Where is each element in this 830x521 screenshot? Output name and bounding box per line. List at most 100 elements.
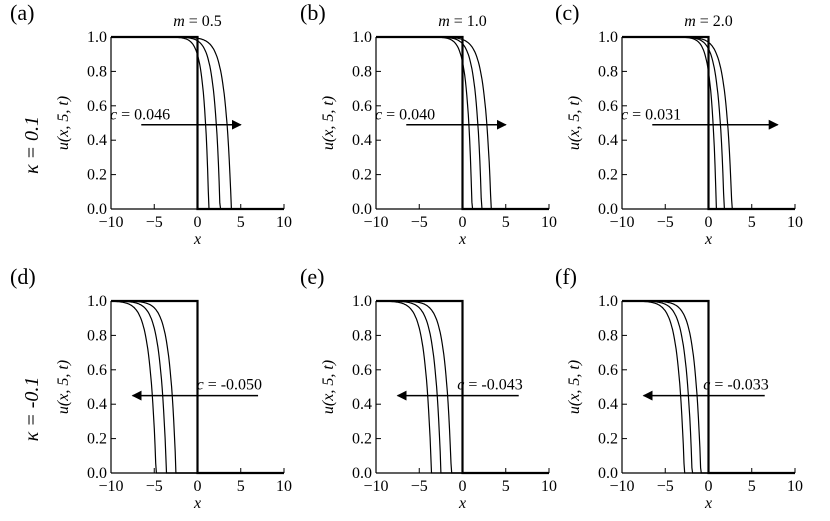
x-axis-label: x bbox=[193, 495, 201, 512]
series-line bbox=[110, 300, 284, 474]
x-tick-label: 10 bbox=[541, 478, 557, 495]
x-tick-label: −5 bbox=[411, 478, 428, 495]
x-tick-label: −10 bbox=[609, 478, 634, 495]
y-tick-label: 1.0 bbox=[598, 293, 618, 310]
x-tick-label: 10 bbox=[276, 214, 292, 231]
x-axis-label: x bbox=[458, 495, 466, 512]
x-tick-label: 10 bbox=[787, 214, 803, 231]
x-tick-label: 5 bbox=[502, 214, 510, 231]
x-tick-label: −5 bbox=[146, 214, 163, 231]
x-tick-label: 0 bbox=[705, 478, 713, 495]
y-tick-label: 0.4 bbox=[352, 396, 372, 413]
panel-title: m = 0.5 bbox=[173, 13, 222, 30]
panel-title: m = 2.0 bbox=[684, 13, 733, 30]
y-axis-label: u(x, 5, t) bbox=[55, 96, 72, 150]
x-tick-label: 0 bbox=[459, 478, 467, 495]
y-tick-label: 0.0 bbox=[87, 201, 107, 218]
series-line bbox=[111, 36, 284, 210]
x-tick-label: 0 bbox=[194, 214, 202, 231]
series-line bbox=[622, 300, 795, 474]
x-tick-label: −10 bbox=[609, 214, 634, 231]
panel-label: (e) bbox=[300, 264, 324, 289]
y-axis-label: u(x, 5, t) bbox=[320, 96, 337, 150]
y-axis-label: u(x, 5, t) bbox=[320, 360, 337, 414]
y-tick-label: 0.8 bbox=[87, 327, 107, 344]
series-line bbox=[376, 36, 549, 210]
x-tick-label: 0 bbox=[459, 214, 467, 231]
y-tick-label: 0.4 bbox=[87, 396, 107, 413]
x-tick-label: 5 bbox=[502, 478, 510, 495]
y-tick-label: 0.2 bbox=[87, 167, 107, 184]
y-tick-label: 0.2 bbox=[87, 431, 107, 448]
x-tick-label: 5 bbox=[748, 478, 756, 495]
y-tick-label: 0.6 bbox=[87, 362, 107, 379]
y-tick-label: 1.0 bbox=[352, 293, 372, 310]
y-tick-label: 0.8 bbox=[598, 327, 618, 344]
panel-title: m = 1.0 bbox=[438, 13, 487, 30]
x-tick-label: 0 bbox=[194, 478, 202, 495]
row-label-top: κ = 0.1 bbox=[21, 116, 43, 174]
panel-label: (a) bbox=[10, 0, 34, 25]
y-tick-label: 1.0 bbox=[87, 29, 107, 46]
panel-label: (f) bbox=[555, 264, 577, 289]
x-axis-label: x bbox=[193, 231, 201, 248]
x-axis-label: x bbox=[458, 231, 466, 248]
x-tick-label: −10 bbox=[98, 214, 123, 231]
y-tick-label: 0.6 bbox=[598, 98, 618, 115]
series-line bbox=[376, 300, 549, 474]
x-tick-label: 5 bbox=[748, 214, 756, 231]
speed-annotation: c = 0.046 bbox=[110, 107, 170, 124]
x-axis-label: x bbox=[704, 495, 712, 512]
y-tick-label: 0.0 bbox=[87, 465, 107, 482]
panel-label: (b) bbox=[300, 0, 326, 25]
y-tick-label: 0.0 bbox=[352, 201, 372, 218]
y-tick-label: 0.4 bbox=[598, 396, 618, 413]
y-tick-label: 0.0 bbox=[598, 465, 618, 482]
speed-annotation: c = 0.040 bbox=[375, 107, 435, 124]
y-tick-label: 0.4 bbox=[598, 132, 618, 149]
y-tick-label: 0.6 bbox=[352, 98, 372, 115]
speed-annotation: c = 0.031 bbox=[621, 107, 681, 124]
y-tick-label: 0.8 bbox=[87, 63, 107, 80]
x-tick-label: −5 bbox=[411, 214, 428, 231]
y-tick-label: 0.2 bbox=[598, 431, 618, 448]
y-tick-label: 0.8 bbox=[352, 63, 372, 80]
series-line bbox=[622, 36, 795, 210]
y-tick-label: 0.2 bbox=[352, 431, 372, 448]
y-tick-label: 0.4 bbox=[352, 132, 372, 149]
y-tick-label: 0.0 bbox=[352, 465, 372, 482]
y-tick-label: 0.6 bbox=[598, 362, 618, 379]
panel-label: (d) bbox=[10, 264, 36, 289]
x-axis-label: x bbox=[704, 231, 712, 248]
x-tick-label: −10 bbox=[363, 478, 388, 495]
x-tick-label: −5 bbox=[146, 478, 163, 495]
y-tick-label: 0.2 bbox=[352, 167, 372, 184]
x-tick-label: 5 bbox=[237, 214, 245, 231]
x-tick-label: 10 bbox=[541, 214, 557, 231]
row-label-bottom: κ = -0.1 bbox=[21, 377, 43, 442]
y-tick-label: 1.0 bbox=[352, 29, 372, 46]
y-tick-label: 1.0 bbox=[87, 293, 107, 310]
speed-annotation: c = -0.043 bbox=[457, 377, 522, 394]
x-tick-label: −5 bbox=[657, 478, 674, 495]
speed-annotation: c = -0.033 bbox=[703, 377, 768, 394]
x-tick-label: −10 bbox=[363, 214, 388, 231]
x-tick-label: 0 bbox=[705, 214, 713, 231]
y-tick-label: 0.8 bbox=[598, 63, 618, 80]
y-tick-label: 0.2 bbox=[598, 167, 618, 184]
x-tick-label: −5 bbox=[657, 214, 674, 231]
x-tick-label: −10 bbox=[98, 478, 123, 495]
y-tick-label: 0.0 bbox=[598, 201, 618, 218]
y-tick-label: 0.6 bbox=[87, 98, 107, 115]
speed-annotation: c = -0.050 bbox=[197, 377, 262, 394]
y-tick-label: 1.0 bbox=[598, 29, 618, 46]
y-tick-label: 0.8 bbox=[352, 327, 372, 344]
y-axis-label: u(x, 5, t) bbox=[566, 360, 583, 414]
y-axis-label: u(x, 5, t) bbox=[566, 96, 583, 150]
